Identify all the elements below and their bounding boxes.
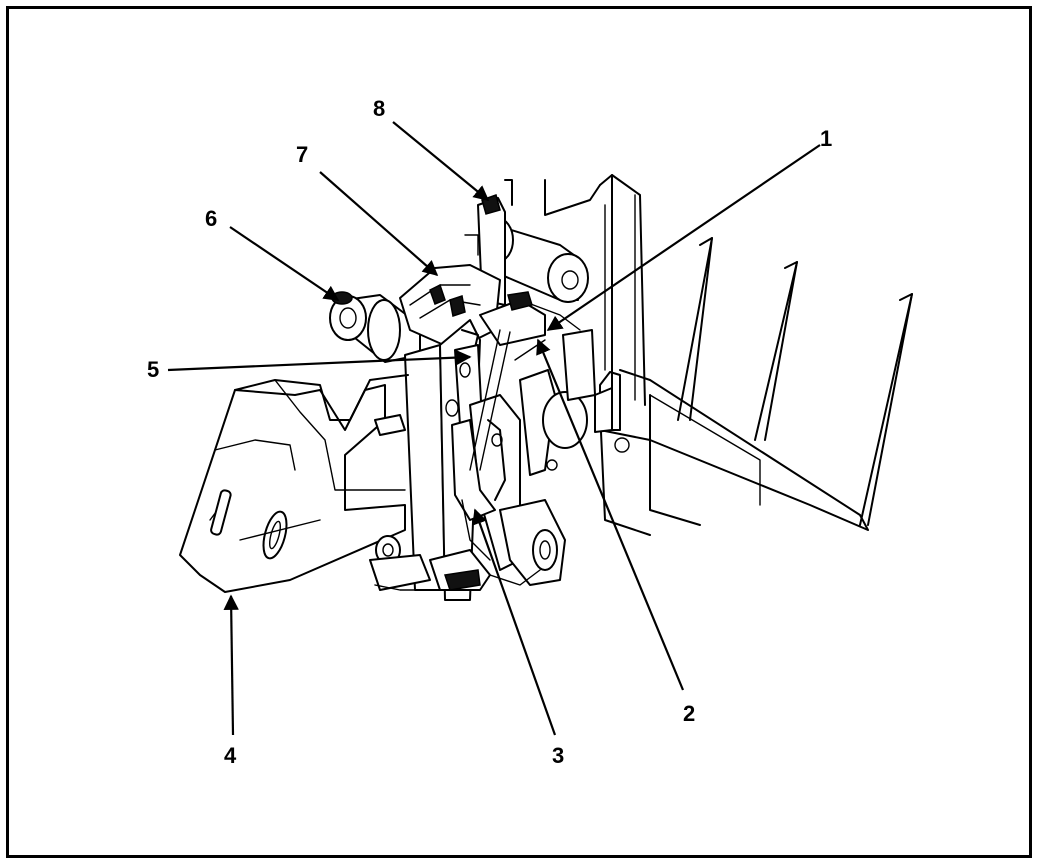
callout-4: 4: [224, 743, 237, 768]
leader-2: [536, 338, 685, 691]
leader-7: [319, 171, 439, 277]
leader-1: [546, 144, 821, 331]
side-plate: [599, 174, 913, 536]
leader-6: [229, 226, 340, 301]
callout-3: 3: [552, 743, 564, 768]
callout-6: 6: [205, 206, 217, 231]
leader-4: [223, 594, 239, 736]
leader-lines: [167, 121, 821, 736]
central-lever-assembly: [404, 291, 613, 601]
callout-8: 8: [373, 96, 385, 121]
leader-5: [167, 349, 472, 372]
callout-2: 2: [683, 701, 695, 726]
leader-3: [472, 508, 557, 736]
callout-7: 7: [296, 142, 308, 167]
left-bracket: [179, 374, 409, 593]
left-roller-assembly: [329, 291, 421, 363]
callout-5: 5: [147, 357, 159, 382]
callout-labels: 1 2 3 4 5 6 7 8: [147, 96, 832, 768]
callout-1: 1: [820, 126, 832, 151]
leader-8: [392, 121, 490, 201]
